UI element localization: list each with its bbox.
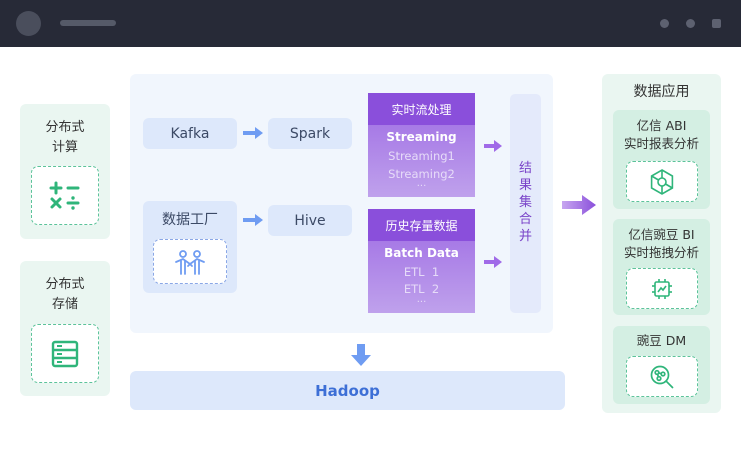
search-nodes-icon (650, 365, 674, 388)
batch-ellipsis: ... (416, 294, 427, 305)
calculator-icon-box (31, 166, 99, 225)
batch-data-body (368, 241, 475, 313)
merge-char: 结 (518, 161, 532, 176)
spark-node[interactable]: Spark (268, 118, 352, 149)
title-bar (0, 0, 741, 47)
merge-char: 合 (518, 212, 532, 227)
merge-char: 果 (518, 178, 532, 193)
arrow-right-icon (243, 214, 263, 226)
data-apps-title: 数据应用 (633, 84, 690, 100)
team-icon-box (153, 239, 227, 284)
abi-app-label: 亿信 ABI 实时报表分析 (623, 118, 699, 151)
calculator-icon (49, 181, 80, 210)
batch-data-title: 历史存量数据 (368, 209, 475, 241)
chip-icon-box (626, 268, 698, 309)
etl-item-2: ETL 2 (403, 282, 440, 296)
hadoop-node[interactable]: Hadoop (130, 371, 565, 410)
realtime-stream-title: 实时流处理 (368, 93, 475, 125)
database-icon (51, 340, 79, 367)
merge-char: 集 (518, 195, 532, 210)
chip-icon (652, 278, 672, 299)
distributed-storage-label: 分布式 存储 (45, 277, 85, 312)
team-icon (175, 249, 205, 275)
etl-item-1: ETL 1 (403, 265, 440, 279)
arrow-right-icon (484, 140, 502, 152)
data-factory-label: 数据工厂 (162, 212, 218, 228)
realtime-stream-body (368, 125, 475, 197)
search-node-icon-box (626, 356, 698, 397)
window-title-placeholder (60, 20, 116, 26)
streaming-item-2: Streaming2 (388, 167, 455, 181)
streaming-item-1: Streaming1 (388, 149, 455, 163)
batch-data-label: Batch Data (384, 246, 459, 260)
arrow-right-icon (243, 127, 263, 139)
distributed-compute-label: 分布式 计算 (45, 120, 85, 155)
bi-app-label: 亿信豌豆 BI 实时拖拽分析 (623, 227, 699, 260)
arrow-right-icon (562, 195, 596, 215)
network-hexagon-icon (650, 168, 674, 195)
streaming-ellipsis: ... (416, 178, 427, 189)
database-icon-box (31, 324, 99, 383)
app-logo-icon (16, 11, 41, 36)
dm-app-label: 豌豆 DM (636, 333, 687, 348)
arrow-right-icon (484, 256, 502, 268)
merge-char: 并 (518, 229, 532, 244)
window-control-dot-2[interactable] (686, 19, 695, 28)
streaming-label: Streaming (386, 130, 457, 144)
window-control-square[interactable] (712, 19, 721, 28)
kafka-node[interactable]: Kafka (143, 118, 237, 149)
result-merge-node (510, 94, 541, 313)
window-control-dot-1[interactable] (660, 19, 669, 28)
network-icon-box (626, 161, 698, 202)
hive-node[interactable]: Hive (268, 205, 352, 236)
arrow-down-icon (351, 344, 371, 366)
result-merge-label: 结 果 集 合 并 (510, 160, 541, 245)
